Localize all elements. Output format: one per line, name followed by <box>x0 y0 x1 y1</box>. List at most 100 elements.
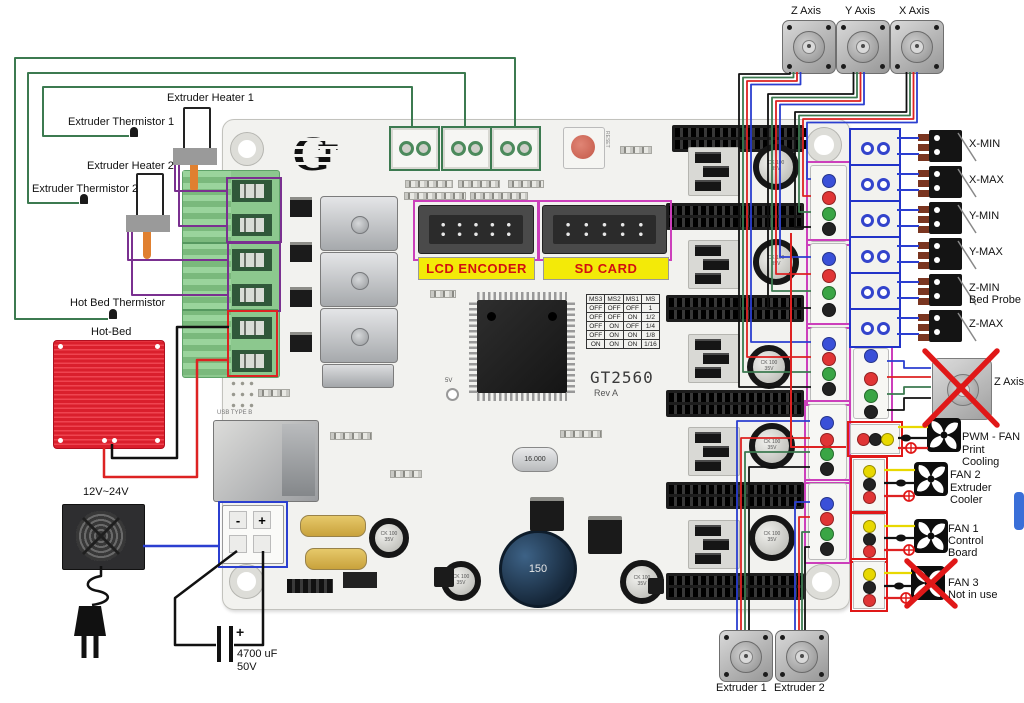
mosfet <box>530 497 564 531</box>
hotbed-dot <box>58 344 63 349</box>
capacitor: CK 100 35V <box>749 423 795 469</box>
pwm-fan-connector <box>847 421 903 457</box>
thermistor-connector <box>490 126 541 171</box>
label-z-axis: Z Axis <box>791 5 821 17</box>
thermistor-connector <box>441 126 492 171</box>
label-z-max: Z-MAX <box>969 318 1004 330</box>
label-fan1c: Board <box>948 547 978 559</box>
label-cap-plus: + <box>236 624 245 640</box>
label-fan2: FAN 2 <box>950 469 981 481</box>
terminal <box>232 317 272 339</box>
small-header <box>343 572 377 588</box>
thermistor-2 <box>80 194 88 204</box>
heater-terminals-outline <box>226 177 282 243</box>
mosfet <box>588 516 622 554</box>
label-extruder-1: Extruder 1 <box>716 682 767 694</box>
capacitor: CK 100 35V <box>753 144 799 190</box>
smd-row <box>620 146 652 154</box>
pin-header <box>666 573 804 600</box>
transistor <box>290 242 312 262</box>
heater-block-1 <box>173 148 217 165</box>
label-z-unused: Z Axis <box>994 376 1024 388</box>
fan3-connector <box>850 558 888 612</box>
label-y-min: Y-MIN <box>969 210 1000 222</box>
mount-hole <box>231 133 263 165</box>
capacitor: CK 100 35V <box>369 518 409 558</box>
sd-card-label: SD CARD <box>543 257 669 280</box>
fuse <box>305 548 367 570</box>
crystal-freq: 16.000 <box>524 456 546 463</box>
e2-motor-connector <box>804 479 851 564</box>
edge-component <box>1014 492 1024 530</box>
smd-row <box>258 389 290 397</box>
chip-dimple <box>548 312 557 321</box>
smd-row <box>405 180 453 188</box>
hotbed-dot <box>112 438 117 443</box>
label-extruder-2: Extruder 2 <box>774 682 825 694</box>
label-y-max: Y-MAX <box>969 246 1003 258</box>
power-pin-minus: - <box>229 511 247 529</box>
z-axis-motor <box>782 20 836 74</box>
thermistor-1 <box>130 127 138 137</box>
psu-fan <box>76 511 126 561</box>
board-rev: Rev A <box>594 388 619 398</box>
heater-tip-1 <box>190 165 198 192</box>
power-module <box>320 252 398 307</box>
power-module <box>320 196 398 251</box>
label-fan2b: Extruder <box>950 482 992 494</box>
smd-row <box>430 290 456 298</box>
plug-prongs <box>81 636 99 658</box>
chip-pins <box>477 292 567 300</box>
hotbed-dot <box>58 438 63 443</box>
terminal-ridges <box>183 171 231 375</box>
test-point <box>446 388 459 401</box>
y-axis-motor <box>836 20 890 74</box>
label-cap-volt: 50V <box>237 661 257 673</box>
smd-row <box>470 192 528 200</box>
microstep-jumpers <box>688 147 740 196</box>
label-fan3: FAN 3 <box>948 577 979 589</box>
fan1-icon <box>914 519 948 553</box>
pin-header <box>666 482 804 509</box>
fan2-connector <box>850 456 888 514</box>
reset-text: RESET <box>604 131 610 148</box>
pin-header <box>666 390 804 417</box>
chip-pins <box>477 393 567 401</box>
capacitor-symbol <box>217 626 233 662</box>
mount-hole <box>230 565 263 598</box>
usb-port-side <box>282 424 315 496</box>
capacitor: CK 100 35V <box>753 239 799 285</box>
z-motor-connector-2 <box>849 344 893 423</box>
capacitor: CK 100 35V <box>749 515 795 561</box>
microstep-jumpers <box>688 240 740 289</box>
via-grid <box>229 378 256 414</box>
label-extruder-heater-1: Extruder Heater 1 <box>167 92 254 104</box>
label-extruder-thermistor-1: Extruder Thermistor 1 <box>68 116 175 128</box>
label-extruder-heater-2: Extruder Heater 2 <box>87 160 174 172</box>
lcd-encoder-label: LCD ENCODER <box>418 257 535 280</box>
capacitor: CK 100 35V <box>620 560 664 604</box>
label-pwm-fan: PWM - FAN <box>962 431 1021 443</box>
label-bed-probe: Bed Probe <box>969 294 1021 306</box>
fan1-connector <box>850 511 888 563</box>
label-hotbed-thermistor: Hot Bed Thermistor <box>70 297 166 309</box>
smd-row <box>458 180 500 188</box>
smd-row <box>508 180 544 188</box>
chip-pins <box>469 300 477 393</box>
microstep-jumpers <box>688 427 740 476</box>
fan2-icon <box>914 462 948 496</box>
inductor: 150 <box>499 530 577 608</box>
label-fan3b: Not in use <box>948 589 998 601</box>
hotbed-dot <box>155 438 160 443</box>
microstep-jumpers <box>688 334 740 383</box>
crystal: 16.000 <box>512 447 558 472</box>
label-fan1b: Control <box>948 535 984 547</box>
small-header <box>287 579 333 593</box>
thermistor-connector <box>389 126 440 171</box>
heater2-terminals-outline <box>227 242 281 312</box>
label-cap-value: 4700 uF <box>237 648 278 660</box>
board-name: GT2560 <box>590 368 654 387</box>
label-hotbed: Hot-Bed <box>91 326 132 338</box>
plug-icon <box>74 606 106 636</box>
